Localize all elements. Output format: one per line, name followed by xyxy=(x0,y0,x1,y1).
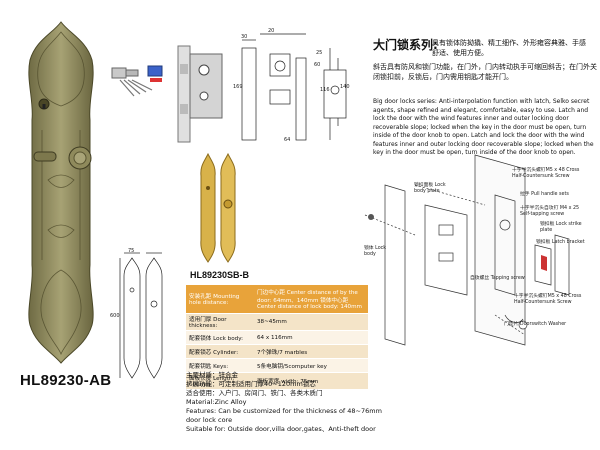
material-cn: 主要材质：锌合金 扩展功能：可定制适用门厚40~120mm锁芯 适合使用：入户门… xyxy=(186,371,323,397)
dim-169: 169 xyxy=(233,84,243,90)
material-en: Material:Zinc Alloy Features: Can be cus… xyxy=(186,398,382,433)
description-en: Big door locks series: Anti-interpolatio… xyxy=(373,98,594,156)
dim-600: 600 xyxy=(110,313,120,319)
part-label-latch-bracket: 锁扣板 Latch bracket xyxy=(536,240,585,245)
description-cn: 斜舌具有防风和锁门功能，在门外，门内转动执手可缩回斜舌；在门外关闭锁扣前，反锁后… xyxy=(373,63,597,81)
dim-140: 140 xyxy=(340,84,350,90)
table-row: 配套钥匙 Keys:5条电脑钥/5computer key xyxy=(186,358,368,373)
gold-model-label: HL89230SB-B xyxy=(190,270,250,280)
main-model-label: HL89230-AB xyxy=(20,372,112,389)
table-row: 配套锁芯 Cylinder:7个弹珠/7 marbles xyxy=(186,344,368,359)
series-title: 大门锁系列: xyxy=(373,38,438,52)
table-row: 适用门厚 Door thickness:38~45mm xyxy=(186,313,368,331)
part-label-self-tapping: 十字半沉头自攻钉 M4 x 25 Self-tapping screw xyxy=(520,206,580,217)
plate-technical-drawing xyxy=(119,252,163,379)
bronze-lock-plate-image xyxy=(28,21,94,364)
part-label-screw-bottom: 十字半沉头螺钉M5 x 48 Cross Half-Countersunk Sc… xyxy=(514,294,582,305)
lock-body-technical-drawing xyxy=(241,33,347,141)
series-title-desc: 具有锁体防拗撬、精工细作、外形雍容典雅、手感舒适、使用方便。 xyxy=(432,39,586,57)
dim-116: 116 xyxy=(320,87,330,93)
table-row: 安装孔距 Mounting hole distance:门边中心距 Center… xyxy=(186,285,368,314)
dim-64: 64 xyxy=(284,137,291,143)
part-label-lock-body: 锁体 Lock body xyxy=(364,246,387,257)
spec-table: 安装孔距 Mounting hole distance:门边中心距 Center… xyxy=(186,285,368,390)
exploded-assembly-diagram xyxy=(364,154,570,346)
dim-75: 75 xyxy=(128,248,135,254)
part-label-screw-top: 十字半沉头螺钉M5 x 48 Cross Half-Countersunk Sc… xyxy=(512,168,580,179)
part-label-lock-strike: 锁扣板 Lock strike plate xyxy=(540,222,582,233)
dim-60: 60 xyxy=(314,62,321,68)
gold-lock-plates-image xyxy=(200,152,236,263)
dim-30: 30 xyxy=(241,34,248,40)
part-label-tapping-screw: 自攻螺丝 Tapping screw xyxy=(470,276,525,281)
cylinder-keys-image xyxy=(111,65,163,97)
lock-body-photo xyxy=(177,45,223,143)
dim-25: 25 xyxy=(316,50,323,56)
part-label-pull-handle: 拉手 Pull handle sets xyxy=(520,192,569,197)
dim-20: 20 xyxy=(268,28,275,34)
part-label-washer: 门垫片 Doorswitch Washer xyxy=(504,322,567,327)
table-row: 配套锁体 Lock body:64 x 116mm xyxy=(186,330,368,345)
part-label-lock-body-plate: 锁扣面板 Lock body plate xyxy=(414,183,446,194)
